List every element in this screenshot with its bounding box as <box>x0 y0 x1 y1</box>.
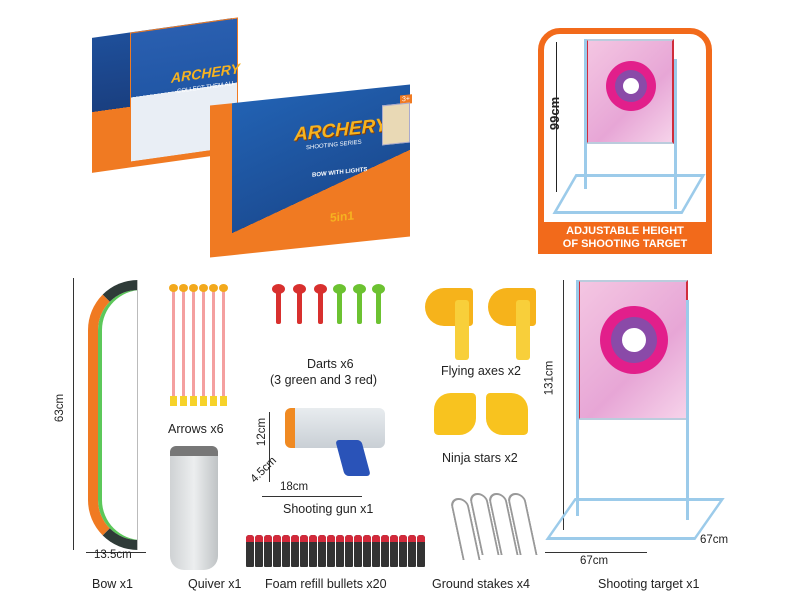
flying-axe-handle <box>455 300 469 360</box>
box-target-image <box>382 102 410 146</box>
gun-width-label: 18cm <box>280 481 309 493</box>
target-width-line <box>545 552 647 553</box>
height-99cm: 99cm <box>547 96 563 131</box>
target-height-label: 131cm <box>543 360 556 396</box>
ninja-star <box>434 393 476 435</box>
target-banner <box>578 280 688 420</box>
bow-width-label: 13.5cm <box>94 549 132 561</box>
bow-height-label: 63cm <box>54 393 67 423</box>
stars-label: Ninja stars x2 <box>442 451 518 465</box>
quiver-label: Quiver x1 <box>188 577 242 591</box>
callout-caption: ADJUSTABLE HEIGHT OF SHOOTING TARGET <box>538 222 712 254</box>
green-dart <box>333 284 346 324</box>
bow-label: Bow x1 <box>92 577 133 591</box>
red-dart <box>293 284 306 324</box>
arrow <box>209 284 218 406</box>
quiver-image <box>170 446 218 570</box>
red-dart <box>272 284 285 324</box>
height-arrow <box>556 42 557 192</box>
ninja-star <box>486 393 528 435</box>
darts-label-1: Darts x6 <box>307 357 354 371</box>
gun-height-line <box>269 412 270 482</box>
arrow <box>169 284 178 406</box>
arrow <box>179 284 188 406</box>
callout-target-banner <box>586 39 674 144</box>
gun-label: Shooting gun x1 <box>283 502 374 516</box>
arrow <box>189 284 198 406</box>
target-base <box>545 498 725 540</box>
axes-label: Flying axes x2 <box>441 364 521 378</box>
bow-width-line <box>86 552 146 553</box>
bullets-label: Foam refill bullets x20 <box>265 577 387 591</box>
target-label: Shooting target x1 <box>598 577 700 591</box>
arrow <box>219 284 228 406</box>
red-dart <box>314 284 327 324</box>
gun-width-line <box>262 496 362 497</box>
caption-line-1: ADJUSTABLE HEIGHT <box>566 225 684 237</box>
bow-image <box>88 280 138 550</box>
caption-line-2: OF SHOOTING TARGET <box>562 238 688 250</box>
arrow <box>199 284 208 406</box>
darts-label-2: (3 green and 3 red) <box>270 373 378 387</box>
feature-text: BOW WITH LIGHTS <box>312 166 368 179</box>
green-dart <box>372 284 385 324</box>
target-depth-label: 67cm <box>700 534 729 546</box>
gun-depth-label: 4.5cm <box>248 454 279 486</box>
adjustable-height-callout: 99cm ADJUSTABLE HEIGHT OF SHOOTING TARGE… <box>538 28 712 254</box>
flying-axe-handle <box>516 300 530 360</box>
gun-height-label: 12cm <box>256 417 269 447</box>
target-height-line <box>563 280 564 530</box>
bullets-group <box>246 535 426 571</box>
target-width-label: 67cm <box>580 555 609 567</box>
bow-string <box>137 280 138 550</box>
arrows-label: Arrows x6 <box>168 422 224 436</box>
badge-5in1: 5in1 <box>330 208 355 225</box>
callout-target-base <box>552 174 706 214</box>
bow-height-line <box>73 278 74 550</box>
package-box-front: ARCHERY SHOOTING SERIES BOW WITH LIGHTS … <box>210 84 412 258</box>
green-dart <box>353 284 366 324</box>
stakes-label: Ground stakes x4 <box>432 577 530 591</box>
gun-image <box>285 408 385 448</box>
